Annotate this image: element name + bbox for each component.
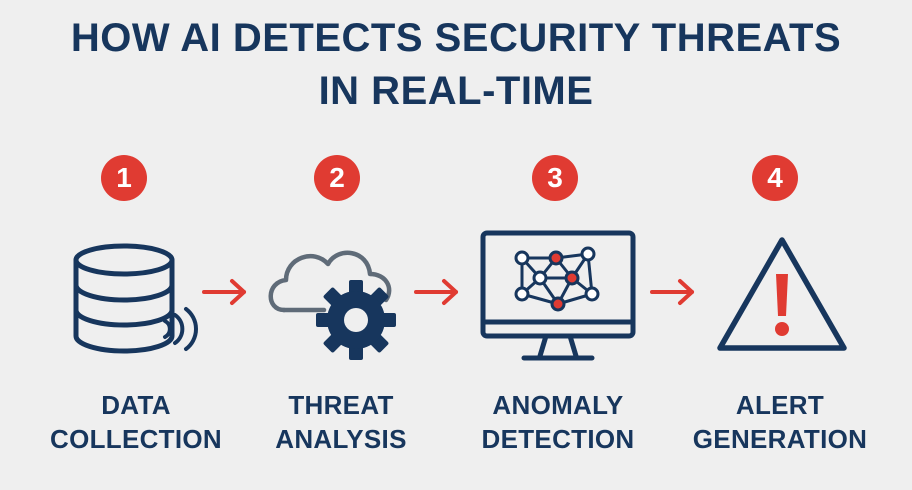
step-1-label-line-2: COLLECTION bbox=[50, 424, 222, 454]
step-2-label: THREAT ANALYSIS bbox=[241, 388, 441, 456]
page-title: HOW AI DETECTS SECURITY THREATS IN REAL-… bbox=[0, 12, 912, 118]
cloud-gear-icon bbox=[268, 250, 396, 360]
step-4-label-line-1: ALERT bbox=[735, 390, 825, 420]
title-line-2: IN REAL-TIME bbox=[318, 69, 594, 113]
step-3-number-badge: 3 bbox=[532, 155, 578, 201]
step-2-number-badge: 2 bbox=[314, 155, 360, 201]
step-2-label-line-1: THREAT bbox=[288, 390, 394, 420]
arrow-right-icon bbox=[414, 279, 458, 305]
arrow-right-icon bbox=[650, 279, 694, 305]
step-3-label: ANOMALY DETECTION bbox=[458, 388, 658, 456]
step-4-number-badge: 4 bbox=[752, 155, 798, 201]
step-4-label: ALERT GENERATION bbox=[680, 388, 880, 456]
step-4-label-line-2: GENERATION bbox=[692, 424, 868, 454]
warning-icon bbox=[717, 237, 847, 351]
arrow-right-icon bbox=[202, 279, 246, 305]
step-2-label-line-2: ANALYSIS bbox=[275, 424, 407, 454]
step-3-label-line-2: DETECTION bbox=[481, 424, 635, 454]
monitor-network-icon bbox=[480, 230, 636, 361]
step-1-number-badge: 1 bbox=[101, 155, 147, 201]
step-3-label-line-1: ANOMALY bbox=[492, 390, 624, 420]
step-1-label: DATA COLLECTION bbox=[36, 388, 236, 456]
title-line-1: HOW AI DETECTS SECURITY THREATS bbox=[70, 16, 842, 60]
database-icon bbox=[73, 243, 198, 354]
step-1-label-line-1: DATA bbox=[101, 390, 171, 420]
